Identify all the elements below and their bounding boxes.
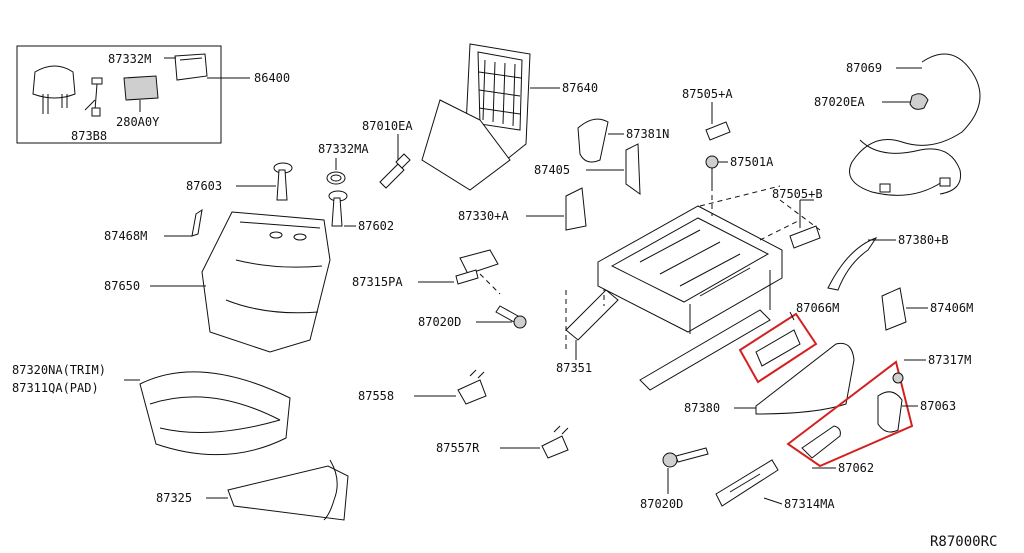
part-87020ea [882,93,929,110]
label-87558: 87558 [358,389,394,403]
knob-group-highlight [786,359,926,469]
part-87505a [705,102,731,141]
switch-87066m-highlight [738,311,818,384]
plate-87325 [206,459,349,521]
lever-87315pa [418,249,501,295]
part-87505b [789,199,821,249]
finisher-87380 [734,342,855,415]
label-87380: 87380 [684,401,720,415]
label-87325: 87325 [156,491,192,505]
label-87505b: 87505+B [772,187,823,201]
label-87351: 87351 [556,361,592,375]
bracket-87314ma [715,459,783,507]
harness-87069 [849,53,981,196]
label-87315pa: 87315PA [352,275,403,289]
clip-87468m [164,208,203,237]
label-87380b: 87380+B [898,233,949,247]
finisher-87330a [526,187,587,231]
clip-87557r [500,425,569,459]
bolt-87501a [705,155,728,216]
label-87468m: 87468M [104,229,147,243]
label-280a0y: 280A0Y [116,115,160,129]
label-87330a: 87330+A [458,209,509,223]
label-87320na: 87320NA(TRIM) [12,363,106,377]
cap-87381n [577,118,624,163]
bolt-87010ea [379,134,411,189]
label-86400: 86400 [254,71,290,85]
label-87020d-a: 87020D [418,315,461,329]
label-87020d-b: 87020D [640,497,683,511]
label-87063: 87063 [920,399,956,413]
label-87062: 87062 [838,461,874,475]
bracket-87405 [586,143,641,196]
label-87381n: 87381N [626,127,669,141]
guide-87602 [328,190,356,227]
label-87603: 87603 [186,179,222,193]
label-87557r: 87557R [436,441,480,455]
label-87311qa: 87311QA(PAD) [12,381,99,395]
label-87650: 87650 [104,279,140,293]
label-87405: 87405 [534,163,570,177]
seat-back-frame [421,43,560,191]
screw-87020d-b [662,447,709,494]
label-87505a: 87505+A [682,87,733,101]
label-87332ma: 87332MA [318,142,369,156]
seat-back-trim-87650 [150,211,331,353]
label-87317m: 87317M [928,353,971,367]
rail-87351 [565,286,619,360]
headrest-kit-group [16,45,250,144]
label-87332m: 87332M [108,52,151,66]
label-87020ea: 87020EA [814,95,865,109]
label-87069: 87069 [846,61,882,75]
label-87602: 87602 [358,219,394,233]
guide-87603 [236,162,293,201]
label-87406m: 87406M [930,301,973,315]
label-873b8: 873B8 [71,129,107,143]
label-87066m: 87066M [796,301,839,315]
bracket-87406m [881,287,928,331]
label-87501a: 87501A [730,155,774,169]
screw-87020d-a [476,305,527,329]
label-87314ma: 87314MA [784,497,835,511]
clip-87558 [414,369,487,405]
diagram-code: R87000RC [930,534,997,550]
seat-cushion-87320na [124,371,291,456]
label-87640: 87640 [562,81,598,95]
finisher-87380b [827,237,896,291]
ring-87332ma [326,158,346,185]
seat-frame [597,185,821,391]
label-87010ea: 87010EA [362,119,413,133]
